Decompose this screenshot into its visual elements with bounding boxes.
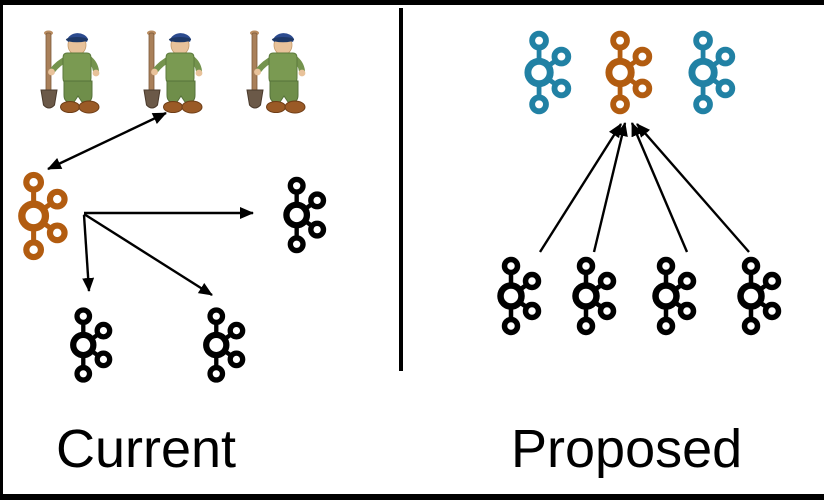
letterbox-left-bar [0,0,3,500]
arrow-cluster1-to-orange [538,123,623,253]
worker-with-shovel-icon [239,27,311,115]
kafka-icon-blue [683,30,738,115]
kafka-icon-black [568,256,618,336]
kafka-icon-orange [600,30,655,115]
arrow-cluster4-to-orange [636,123,750,253]
arrow-orange-to-bottom-left-cluster [82,214,95,292]
arrow-cluster3-to-orange [630,122,689,253]
kafka-icon-black [648,256,698,336]
worker-with-shovel-icon [136,27,208,115]
kafka-icon-orange [13,171,70,261]
arrow-cluster2-to-orange [592,122,628,253]
letterbox-top-bar [0,0,824,5]
letterbox-bottom-bar [0,494,824,500]
kafka-icon-black [66,304,114,386]
kafka-icon-black [733,256,783,336]
arrow-workers-kafka-bidirectional [47,111,167,171]
arrow-orange-to-bottom-middle-cluster [83,212,213,297]
kafka-icon-black [199,304,247,386]
proposed-panel-label: Proposed [511,419,743,479]
kafka-icon-black [277,176,330,254]
current-panel-label: Current [56,419,237,479]
worker-with-shovel-icon [33,27,105,115]
kafka-icon-black [493,256,543,336]
kafka-icon-blue [519,30,574,115]
